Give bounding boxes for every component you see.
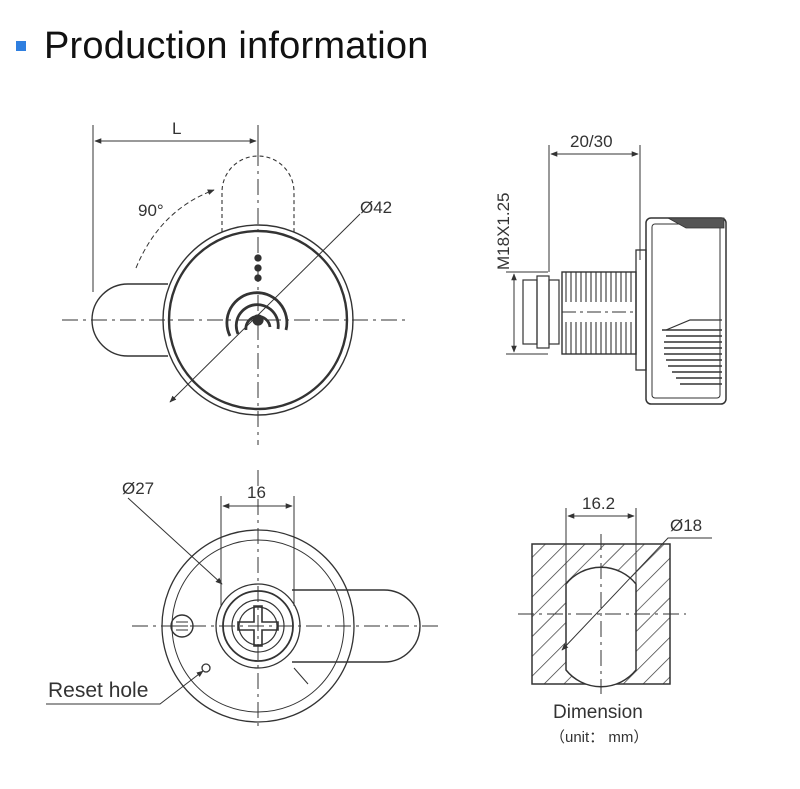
side-view (506, 145, 727, 405)
back-width-label: 16 (247, 483, 266, 502)
page-header: Production information (16, 22, 429, 70)
reset-hole-label: Reset hole (48, 679, 148, 702)
back-view (46, 470, 440, 730)
cutout-diameter-label: Ø18 (670, 516, 702, 535)
front-diameter-label: Ø42 (360, 198, 392, 217)
back-diameter-label: Ø27 (122, 479, 154, 498)
cutout-width-label: 16.2 (582, 494, 615, 513)
cutout-view (518, 508, 712, 694)
title-bullet-icon (16, 41, 26, 51)
length-label: L (172, 119, 181, 138)
dimension-caption: Dimension (553, 702, 643, 723)
page-title: Production information (44, 24, 429, 67)
rotation-label: 90° (138, 201, 164, 220)
front-view (62, 125, 408, 445)
thread-label: M18X1.25 (494, 193, 513, 271)
depth-label: 20/30 (570, 132, 613, 151)
unit-note: （unit： mm） (550, 729, 648, 746)
